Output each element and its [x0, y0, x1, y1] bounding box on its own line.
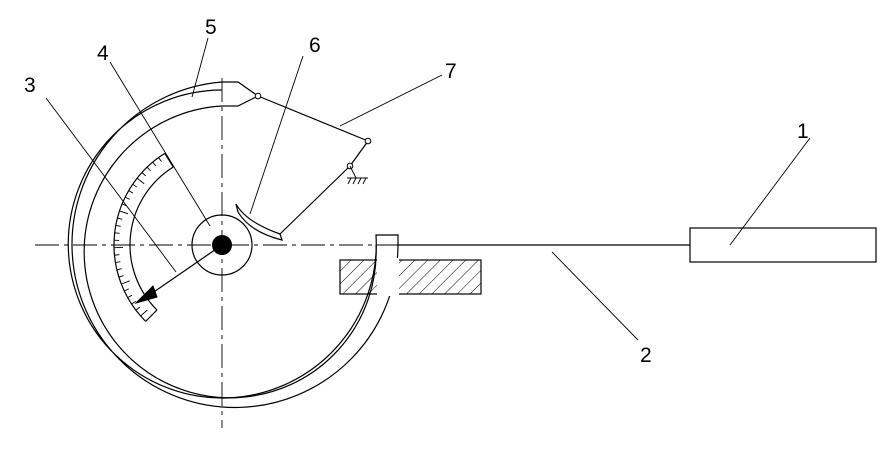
label-7: 7 [445, 60, 457, 83]
scale-inner-arc [129, 166, 174, 311]
scale-tick [115, 261, 121, 263]
block-1 [689, 227, 877, 263]
scale-tick [115, 224, 121, 227]
pointer-arrowhead [134, 285, 158, 305]
link-arm-vertical [349, 140, 369, 167]
link-arm-upper [257, 95, 369, 142]
leader-3 [45, 97, 177, 273]
leader-7 [339, 74, 443, 127]
hatched-support [339, 259, 482, 295]
label-5: 5 [205, 16, 217, 39]
label-1: 1 [797, 120, 809, 143]
scale-tick [141, 172, 146, 177]
leader-6 [249, 55, 304, 215]
scale-tick [117, 217, 123, 220]
tube-tip [222, 81, 260, 107]
curved-tube-outer-wall [67, 81, 399, 409]
hub-pivot [212, 235, 232, 255]
leader-1 [729, 137, 811, 246]
scale-tick [128, 190, 134, 194]
scale-tick [121, 280, 130, 285]
scale-tick [118, 275, 124, 278]
scale-tick [152, 161, 157, 167]
scale-tick [132, 183, 138, 188]
label-4: 4 [97, 42, 109, 65]
scale-tick [127, 294, 133, 299]
support-gap [377, 258, 399, 296]
link-arm-lower [279, 165, 351, 235]
scale-tick [140, 309, 148, 317]
scale-tick [158, 157, 162, 162]
scale-tick [119, 210, 129, 215]
hub-outer-circle [191, 214, 253, 276]
leader-2 [551, 251, 639, 341]
leader-4 [109, 61, 211, 227]
label-2: 2 [640, 344, 652, 367]
scale-tick [124, 196, 130, 200]
scale-tick [124, 288, 129, 292]
scale-tick [116, 268, 122, 271]
scale-tick [146, 166, 151, 172]
dial-scale [113, 152, 174, 322]
scale-end-cap [164, 153, 174, 168]
scale-tick [136, 177, 145, 185]
pointer-shaft [147, 244, 223, 297]
scale-end-cap [145, 309, 158, 322]
joint-1 [254, 92, 262, 100]
joint-2 [364, 137, 372, 145]
label-3: 3 [24, 74, 36, 97]
fixed-pivot-symbol [347, 165, 368, 185]
curved-tube-inner-wall [83, 105, 377, 399]
label-6: 6 [309, 34, 321, 57]
leader-5 [191, 37, 209, 98]
scale-tick [114, 232, 120, 234]
sector-gear [235, 203, 283, 241]
scale-tick [135, 306, 141, 311]
scale-tick [131, 300, 136, 305]
